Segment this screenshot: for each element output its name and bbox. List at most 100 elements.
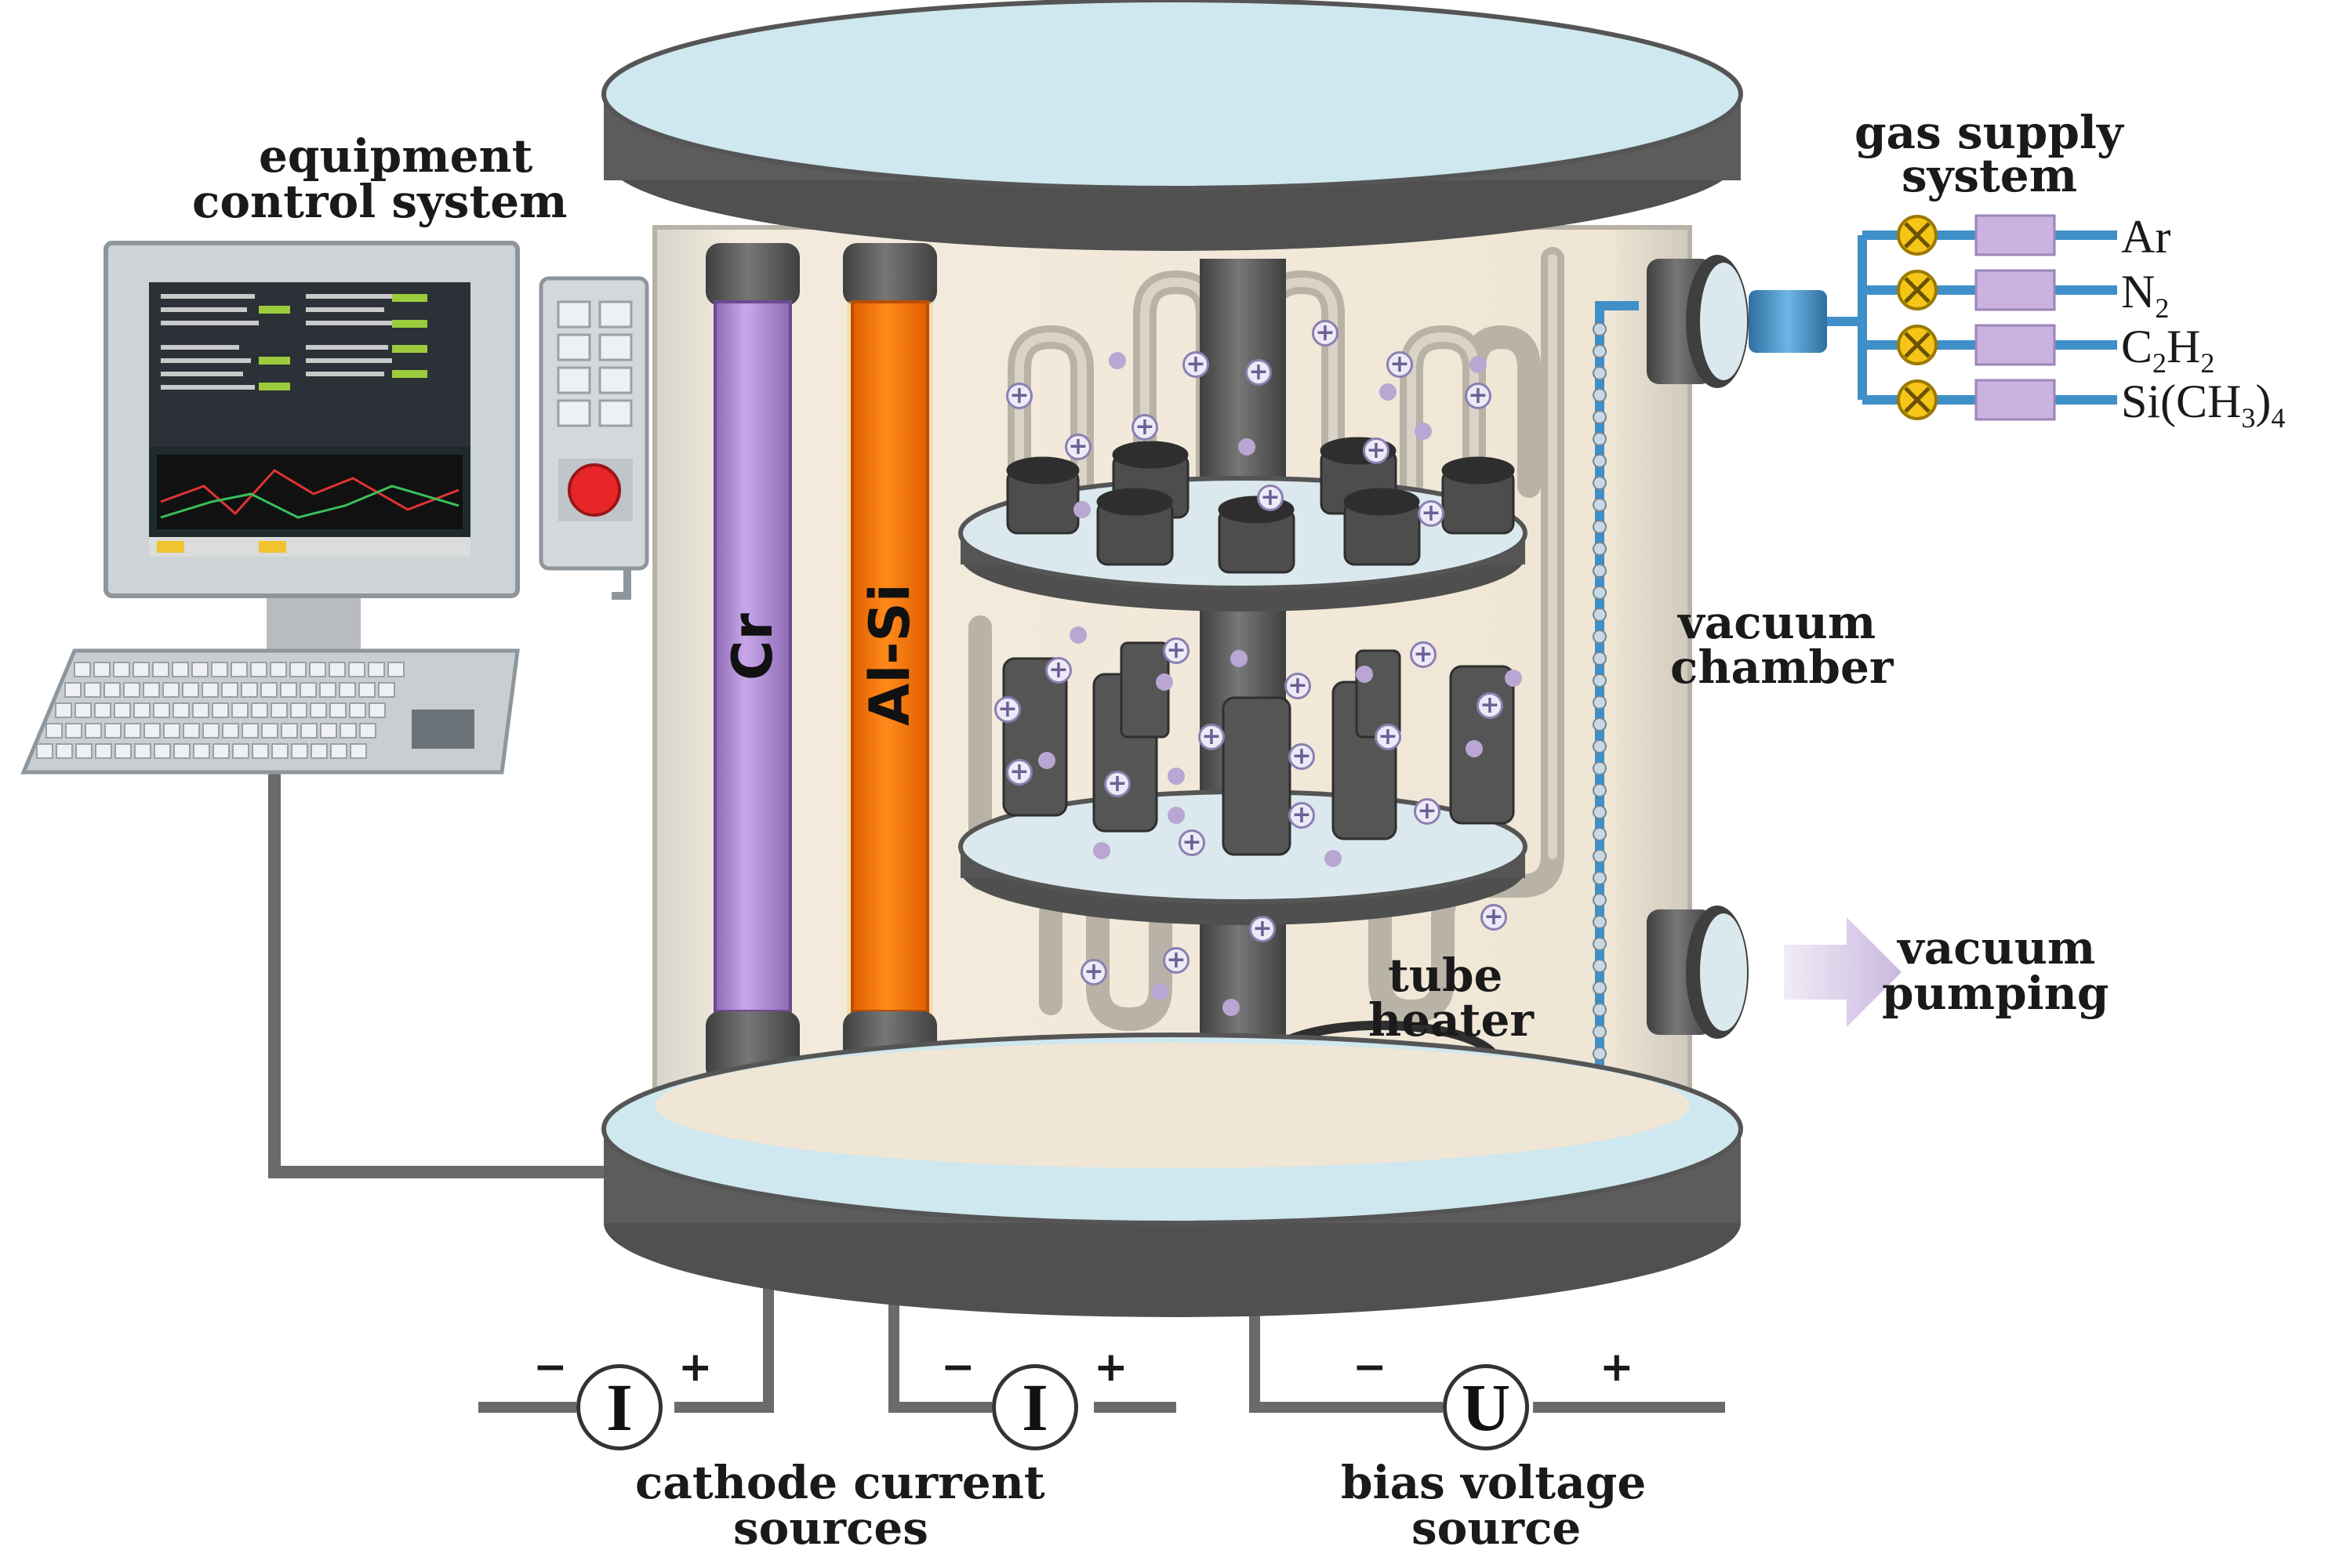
vacuum-chamber-label-2: chamber — [1670, 641, 1894, 694]
ion-plus-icon: + — [1410, 641, 1437, 668]
keyboard-key — [319, 682, 336, 698]
sensor-bead — [1593, 981, 1607, 995]
cr-cathode — [714, 300, 792, 1013]
gas-inlet-port — [1647, 255, 1827, 388]
sensor-beads — [1593, 322, 1607, 1083]
keyboard-key — [271, 743, 289, 759]
keyboard-key — [134, 743, 151, 759]
tube-heater-label-2: heater — [1368, 993, 1534, 1047]
vacuum-sensor-tube — [1595, 301, 1639, 1086]
keyboard-key — [300, 682, 317, 698]
cathode-1-plus-sign: + — [678, 1344, 713, 1391]
ion-plus-icon: + — [1045, 657, 1072, 684]
ion-plus-icon: + — [1198, 724, 1225, 750]
keyboard-key — [104, 682, 121, 698]
sensor-bead — [1593, 586, 1607, 600]
ion-plus-icon: + — [1131, 414, 1158, 441]
particle-dot — [1466, 740, 1483, 757]
keyboard-key — [222, 723, 239, 739]
keyboard-key — [124, 723, 141, 739]
keyboard-key — [359, 723, 376, 739]
keyboard-key — [172, 662, 189, 677]
sensor-bead — [1593, 542, 1607, 556]
cathode-2-minus-sign: − — [941, 1344, 975, 1391]
valve-icon — [1897, 379, 1938, 420]
ion-plus-icon: + — [1312, 320, 1339, 347]
keyboard-key — [261, 723, 278, 739]
keyboard-key — [368, 662, 385, 677]
ion-plus-icon: + — [1179, 829, 1205, 856]
top-flange — [601, 0, 1743, 191]
keyboard-key — [369, 702, 386, 718]
sensor-bead — [1593, 564, 1607, 578]
gas-valves — [1897, 215, 1938, 420]
sensor-bead — [1593, 827, 1607, 841]
keyboard-key — [271, 702, 288, 718]
sensor-bead — [1593, 388, 1607, 402]
equipment-control-label-1: equipment — [259, 129, 533, 183]
keyboard-key — [231, 662, 248, 677]
keyboard-key — [300, 723, 318, 739]
alsi-cathode-label: Al-Si — [858, 583, 922, 726]
keyboard-key — [329, 662, 346, 677]
keyboard-key — [280, 682, 297, 698]
keyboard-key — [349, 702, 366, 718]
bias-source-label-1: bias voltage — [1341, 1456, 1647, 1509]
sensor-bead — [1593, 717, 1607, 731]
keyboard-key — [202, 723, 220, 739]
sensor-bead — [1593, 673, 1607, 688]
sensor-bead — [1593, 652, 1607, 666]
sensor-bead — [1593, 476, 1607, 490]
sensor-bead — [1593, 454, 1607, 468]
keyboard-key — [270, 662, 287, 677]
ion-plus-icon: + — [1414, 798, 1440, 825]
valve-icon — [1897, 270, 1938, 310]
sensor-bead — [1593, 695, 1607, 710]
ion-plus-icon: + — [1006, 759, 1033, 786]
bias-minus-sign: − — [1353, 1344, 1387, 1391]
keyboard-key — [291, 743, 308, 759]
ion-plus-icon: + — [1477, 692, 1503, 719]
valve-icon — [1897, 325, 1938, 365]
sensor-bead — [1593, 761, 1607, 775]
keyboard-key — [143, 723, 161, 739]
keyboard-key — [56, 743, 73, 759]
ion-plus-icon: + — [1065, 434, 1092, 460]
ion-plus-icon: + — [1418, 500, 1444, 527]
ion-plus-icon: + — [1288, 743, 1315, 770]
cathode-sources-label-2: sources — [733, 1501, 928, 1555]
keyboard-key — [339, 682, 356, 698]
keyboard-key — [310, 702, 327, 718]
keyboard-key — [85, 723, 102, 739]
particle-dot — [1038, 752, 1055, 769]
particle-dot — [1379, 383, 1397, 401]
ion-plus-icon: + — [994, 696, 1021, 723]
rotation-shaft — [1200, 259, 1286, 1113]
particle-dot — [1324, 850, 1342, 867]
ion-plus-icon: + — [1006, 383, 1033, 409]
mass-flow-controllers — [1974, 214, 2056, 421]
keyboard-key — [173, 702, 190, 718]
keyboard-key — [123, 682, 140, 698]
keyboard-key — [113, 662, 130, 677]
keyboard-key — [290, 702, 307, 718]
keyboard-key — [251, 702, 268, 718]
keyboard-key — [36, 743, 53, 759]
sensor-bead — [1593, 783, 1607, 797]
keyboard-key — [173, 743, 191, 759]
particle-dot — [1222, 999, 1240, 1016]
keyboard-key — [241, 682, 258, 698]
particle-dot — [1168, 807, 1185, 824]
keyboard-key — [45, 723, 63, 739]
ion-plus-icon: + — [1363, 437, 1389, 464]
keyboard-key — [133, 662, 150, 677]
keyboard-key — [75, 743, 93, 759]
keyboard-keys — [36, 662, 405, 759]
gas-supply-label-1: gas supply — [1854, 106, 2123, 159]
ion-plus-icon: + — [1386, 351, 1413, 378]
keyboard-key — [152, 662, 169, 677]
sensor-bead — [1593, 959, 1607, 973]
keyboard-key — [114, 743, 132, 759]
sensor-bead — [1593, 893, 1607, 907]
